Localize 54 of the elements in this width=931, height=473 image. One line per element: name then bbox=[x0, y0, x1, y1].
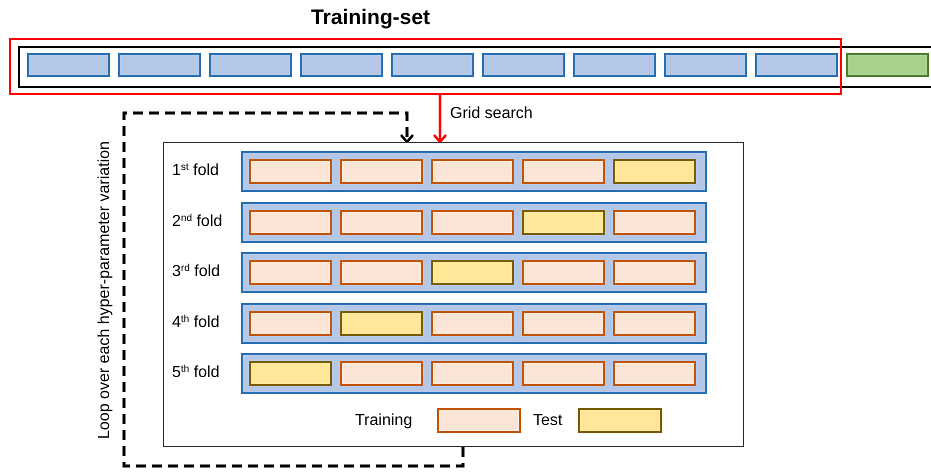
data-block bbox=[340, 311, 423, 336]
fold-bar bbox=[241, 151, 707, 192]
data-block bbox=[613, 159, 696, 184]
panel-box bbox=[163, 142, 744, 447]
fold-label: 4$^{th}$ fold bbox=[172, 313, 220, 333]
edge-label: Loop over each hyper-parameter variation bbox=[95, 140, 114, 441]
data-block bbox=[431, 260, 514, 285]
legend-label: Training bbox=[355, 411, 412, 431]
data-block bbox=[300, 53, 383, 77]
data-block bbox=[340, 210, 423, 235]
data-block bbox=[431, 361, 514, 386]
data-block bbox=[522, 210, 605, 235]
data-block bbox=[482, 53, 565, 77]
fold-label: 5$^{th}$ fold bbox=[172, 363, 220, 383]
fold-label: 1$^{st}$ fold bbox=[172, 161, 219, 181]
data-block bbox=[391, 53, 474, 77]
data-block bbox=[664, 53, 747, 77]
data-block bbox=[431, 210, 514, 235]
data-block bbox=[522, 361, 605, 386]
data-block bbox=[613, 361, 696, 386]
data-block bbox=[249, 361, 332, 386]
fold-bar bbox=[241, 252, 707, 293]
legend-label: Test bbox=[533, 411, 562, 431]
data-block bbox=[522, 260, 605, 285]
data-block bbox=[249, 311, 332, 336]
data-block bbox=[755, 53, 838, 77]
data-block bbox=[118, 53, 201, 77]
data-block bbox=[249, 260, 332, 285]
fold-label: 3$^{rd}$ fold bbox=[172, 262, 220, 282]
data-block bbox=[522, 159, 605, 184]
data-block bbox=[249, 210, 332, 235]
data-block bbox=[209, 53, 292, 77]
frame-box bbox=[18, 46, 931, 88]
data-block bbox=[522, 311, 605, 336]
data-block bbox=[846, 53, 929, 77]
data-block bbox=[613, 311, 696, 336]
arrow bbox=[432, 95, 448, 144]
data-block bbox=[340, 260, 423, 285]
fold-bar bbox=[241, 353, 707, 394]
data-block bbox=[573, 53, 656, 77]
data-block bbox=[27, 53, 110, 77]
data-block bbox=[340, 159, 423, 184]
fold-bar bbox=[241, 303, 707, 344]
arrow bbox=[122, 112, 464, 468]
data-block bbox=[431, 159, 514, 184]
data-block bbox=[249, 159, 332, 184]
heading: Training-set bbox=[311, 5, 430, 31]
data-block bbox=[613, 210, 696, 235]
data-block bbox=[613, 260, 696, 285]
data-block bbox=[431, 311, 514, 336]
fold-label: 2$^{nd}$ fold bbox=[172, 212, 222, 232]
data-block bbox=[340, 361, 423, 386]
edge-label: Grid search bbox=[450, 104, 533, 124]
fold-bar bbox=[241, 202, 707, 243]
